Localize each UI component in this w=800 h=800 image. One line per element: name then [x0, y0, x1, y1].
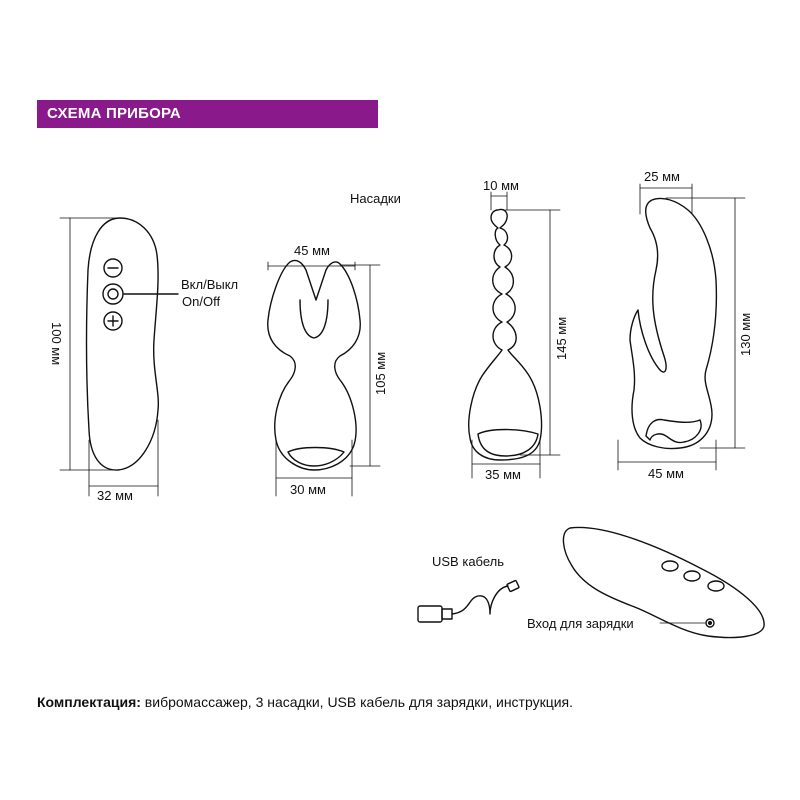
charging-port-icon[interactable]: [705, 618, 715, 628]
button-oval-2[interactable]: [683, 570, 701, 582]
header-title: СХЕМА ПРИБОРА: [47, 105, 181, 122]
clip-bottom-width-label: 30 мм: [290, 482, 326, 497]
header-bar: СХЕМА ПРИБОРА: [37, 100, 378, 128]
clip-dimension-lines: [267, 261, 381, 497]
handle-body: [562, 526, 765, 639]
attachments-label: Насадки: [350, 191, 401, 206]
minus-icon[interactable]: [103, 258, 123, 278]
remote-unit: [85, 217, 179, 471]
plus-icon[interactable]: [103, 311, 123, 331]
rabbit-bottom-width-label: 45 мм: [648, 466, 684, 481]
beads-top-width-label: 10 мм: [483, 178, 519, 193]
beads-height-label: 145 мм: [554, 317, 569, 360]
power-label-ru: Вкл/Выкл: [181, 277, 238, 292]
rabbit-dimension-lines: [617, 183, 746, 471]
remote-height-label: 100 мм: [49, 322, 64, 365]
beads-dimension-lines: [471, 191, 561, 479]
usb-cable: [417, 579, 520, 623]
clip-top-width-label: 45 мм: [294, 243, 330, 258]
button-oval-3[interactable]: [707, 580, 725, 592]
rabbit-attachment: [629, 197, 718, 450]
remote-width-label: 32 мм: [97, 488, 133, 503]
package-contents-text: вибромассажер, 3 насадки, USB кабель для…: [140, 694, 574, 710]
package-contents: Комплектация: вибромассажер, 3 насадки, …: [37, 694, 573, 710]
package-contents-label: Комплектация:: [37, 694, 141, 710]
clip-attachment: [267, 259, 361, 471]
remote-dimension-lines: [59, 217, 159, 497]
beads-attachment: [468, 208, 543, 461]
charging-port-label: Вход для зарядки: [527, 616, 634, 631]
power-label-en: On/Off: [182, 294, 220, 309]
rabbit-top-width-label: 25 мм: [644, 169, 680, 184]
button-oval-1[interactable]: [661, 560, 679, 572]
beads-bottom-width-label: 35 мм: [485, 467, 521, 482]
clip-height-label: 105 мм: [373, 352, 388, 395]
power-button[interactable]: [102, 283, 124, 305]
rabbit-height-label: 130 мм: [738, 313, 753, 356]
usb-cable-label: USB кабель: [432, 554, 504, 569]
